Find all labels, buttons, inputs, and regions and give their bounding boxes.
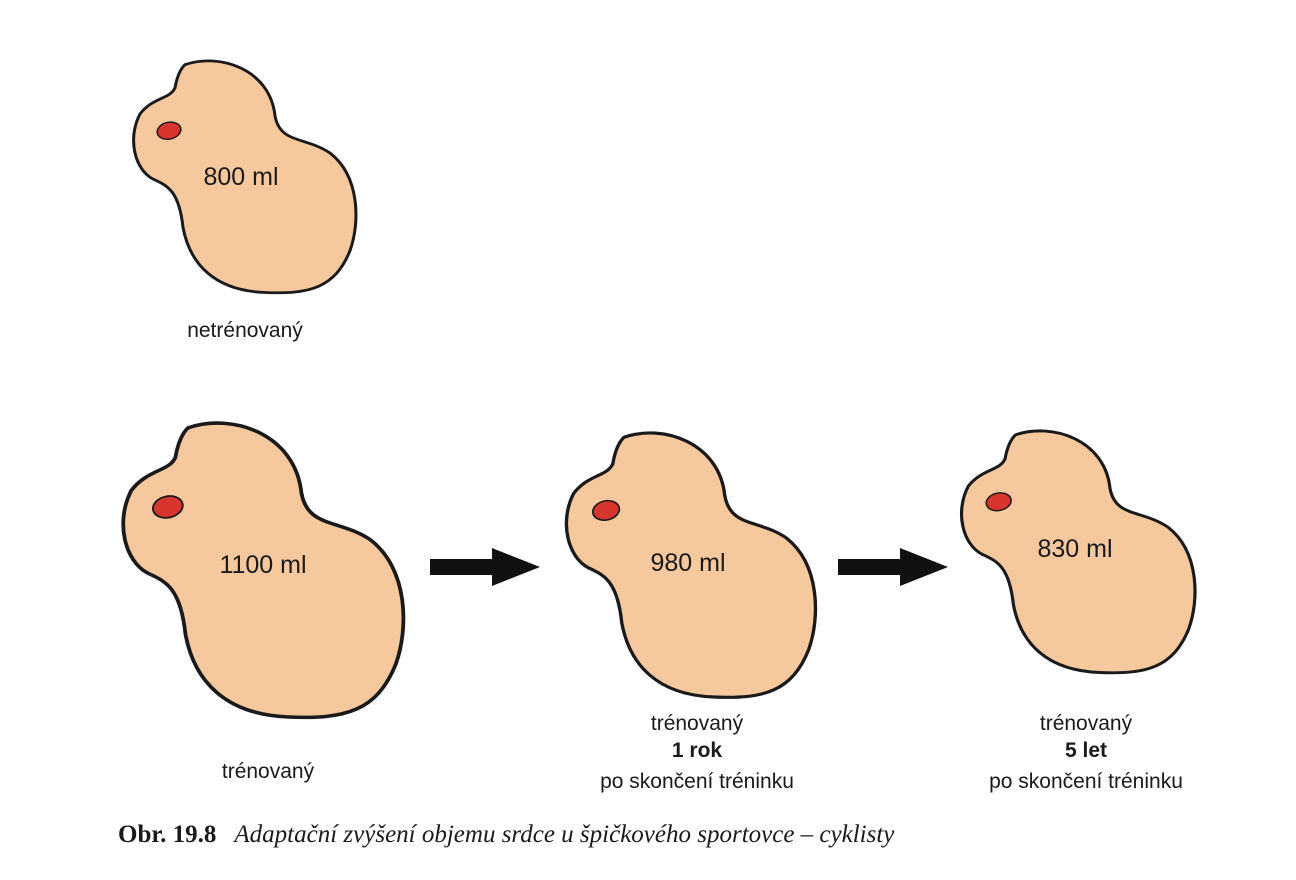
arrow-right-icon — [838, 548, 948, 586]
volume-label-after-5-years: 830 ml — [1037, 535, 1112, 563]
valve-marker — [591, 499, 621, 522]
figure-caption-text: Adaptační zvýšení objemu srdce u špičkov… — [232, 821, 895, 848]
figure-number: Obr. 19.8 — [118, 821, 216, 848]
caption-line-1: trénovaný — [651, 712, 744, 735]
caption-line-2: 1 rok — [672, 739, 723, 762]
valve-marker — [151, 495, 184, 519]
heart-after-1-year — [564, 431, 818, 700]
caption-line-2: 5 let — [1065, 739, 1107, 762]
figure-caption: Obr. 19.8 Adaptační zvýšení objemu srdce… — [118, 821, 895, 848]
heart-untrained — [132, 59, 358, 295]
caption-trained: trénovaný — [222, 760, 315, 783]
heart-trained — [121, 421, 406, 720]
caption-line-1: trénovaný — [1040, 712, 1133, 735]
valve-marker — [985, 492, 1012, 512]
arrow-right-icon — [430, 548, 540, 586]
caption-untrained: netrénovaný — [187, 319, 303, 342]
caption-line-3: po skončení tréninku — [600, 770, 794, 793]
volume-label-untrained: 800 ml — [203, 163, 278, 191]
volume-label-trained: 1100 ml — [219, 551, 306, 579]
caption-line-3: po skončení tréninku — [989, 770, 1183, 793]
heart-after-5-years — [959, 429, 1197, 675]
valve-marker — [156, 121, 182, 140]
volume-label-after-1-year: 980 ml — [650, 549, 725, 577]
